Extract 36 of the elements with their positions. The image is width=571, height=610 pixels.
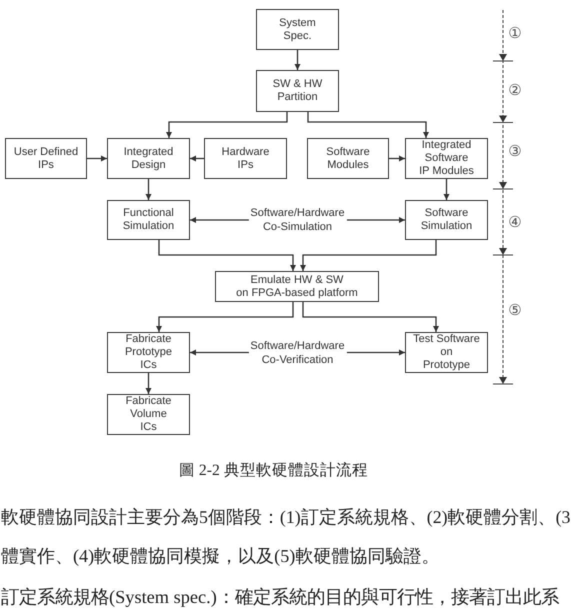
process-box: System Spec. xyxy=(256,9,339,50)
process-box: SW & HW Partition xyxy=(256,70,339,112)
process-box: Integrated Software IP Modules xyxy=(405,138,488,179)
process-box: Fabricate Prototype ICs xyxy=(107,332,190,373)
process-box: Software Simulation xyxy=(405,200,488,240)
stage-number: ④ xyxy=(508,214,522,230)
stage-number: ① xyxy=(508,25,522,41)
arrow xyxy=(166,112,288,138)
body-text: 軟硬體協同設計主要分為5個階段：(1)訂定系統規格、(2)軟硬體分割、(3 xyxy=(1,507,570,529)
arrow xyxy=(146,179,152,200)
process-box: Functional Simulation xyxy=(107,200,190,240)
body-text: 體實作、(4)軟硬體協同模擬，以及(5)軟硬體協同驗證。 xyxy=(1,546,440,568)
process-box: Integrated Design xyxy=(107,138,190,179)
arrow xyxy=(389,156,405,162)
arrow xyxy=(158,240,296,271)
arrow xyxy=(87,156,107,162)
process-box: Test Software on Prototype xyxy=(405,332,488,373)
stage-number: ⑤ xyxy=(508,302,522,318)
arrow xyxy=(307,112,429,138)
arrow xyxy=(300,240,437,271)
edge-label: Software/Hardware Co-Verification xyxy=(248,338,347,366)
process-box: Software Modules xyxy=(307,138,389,179)
process-box: Hardware IPs xyxy=(204,138,287,179)
stage-number: ③ xyxy=(508,143,522,159)
body-text: 訂定系統規格(System spec.)：確定系統的目的與可行性，接著訂出此系 xyxy=(1,587,559,609)
stage-number: ② xyxy=(508,82,522,98)
process-box: Fabricate Volume ICs xyxy=(107,394,190,435)
figure-caption: 圖 2-2 典型軟硬體設計流程 xyxy=(179,462,368,480)
arrow xyxy=(156,302,294,332)
process-box: User Defined IPs xyxy=(5,138,87,179)
arrow xyxy=(294,50,300,70)
arrow xyxy=(190,156,204,162)
arrow xyxy=(444,179,450,200)
arrow xyxy=(146,373,152,394)
process-box: Emulate HW & SW on FPGA-based platform xyxy=(215,271,379,302)
arrow xyxy=(302,302,439,332)
